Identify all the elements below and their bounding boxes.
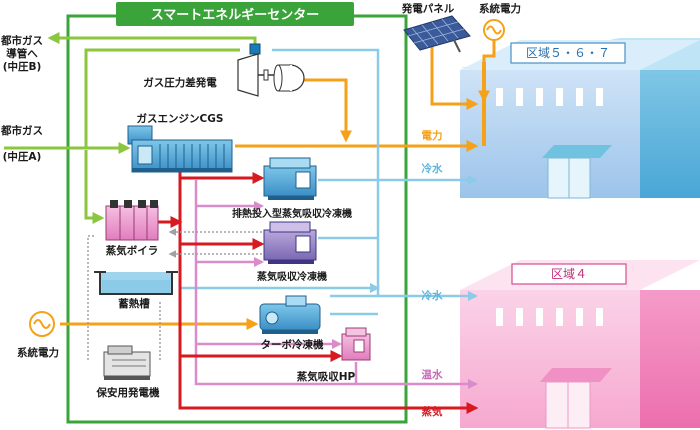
solar-panel-label: 発電パネル	[401, 2, 455, 15]
hot-water-output-label: 温水	[422, 368, 443, 381]
title: スマートエネルギーセンター	[151, 7, 320, 23]
power-flows	[60, 40, 496, 330]
heat-storage-tank-label: 蓄熱槽	[118, 297, 150, 310]
exhaust-absorption-chiller-label: 排熱投入型蒸気吸収冷凍機	[232, 207, 352, 220]
area-567-label-box: 区域５・６・７	[510, 42, 626, 64]
area-4-label-box: 区域４	[511, 263, 627, 285]
exhaust-absorption-chiller	[263, 157, 317, 200]
steam-output-label: 蒸気	[422, 405, 443, 418]
city-gas-a-line2: (中圧A)	[3, 150, 42, 163]
steam-absorption-hp	[341, 327, 371, 361]
turbo-chiller	[259, 295, 321, 334]
chilled-water-output-label-1: 冷水	[422, 162, 443, 175]
steam-boiler-label: 蒸気ボイラ	[106, 244, 159, 257]
steam-absorption-chiller-label: 蒸気吸収冷凍機	[257, 270, 327, 283]
backup-generator	[103, 345, 151, 380]
city-gas-b-line3: (中圧B)	[3, 60, 42, 73]
chilled-water-flows	[180, 48, 478, 316]
backup-generator-label: 保安用発電機	[96, 386, 160, 399]
power-output-label: 電力	[422, 129, 443, 142]
hot-water-flows	[194, 180, 478, 389]
building-area-4	[460, 260, 700, 429]
gas-pressure-generator-label: ガス圧力差発電	[143, 76, 217, 89]
city-gas-a-line1: 都市ガス	[0, 124, 43, 137]
gas-pressure-generator	[237, 43, 305, 97]
grid-power-left-label: 系統電力	[17, 346, 59, 359]
steam-boiler	[105, 200, 159, 241]
city-gas-b-line1: 都市ガス	[0, 34, 43, 47]
turbo-chiller-label: ターボ冷凍機	[261, 338, 324, 351]
heat-storage-tank	[94, 271, 178, 295]
backup-power-flows	[87, 228, 262, 360]
grid-power-top-label: 系統電力	[479, 2, 521, 15]
grid-power-left-icon	[29, 311, 55, 337]
grid-power-top-icon	[483, 19, 505, 41]
steam-absorption-chiller	[263, 221, 317, 264]
steam-absorption-hp-label: 蒸気吸収HP	[297, 370, 356, 383]
gas-engine-cgs-label: ガスエンジンCGS	[137, 112, 224, 125]
area-4-label: 区域４	[551, 267, 587, 281]
gas-engine-cgs	[127, 125, 233, 173]
building-area-567	[460, 38, 700, 199]
chilled-water-output-label-2: 冷水	[422, 289, 443, 302]
steam-flows	[156, 170, 479, 414]
title-banner	[116, 2, 354, 26]
city-gas-b-line2: 導管へ	[6, 47, 38, 60]
area-567-label: 区域５・６・７	[526, 46, 610, 60]
solar-panel-icon	[403, 15, 471, 53]
